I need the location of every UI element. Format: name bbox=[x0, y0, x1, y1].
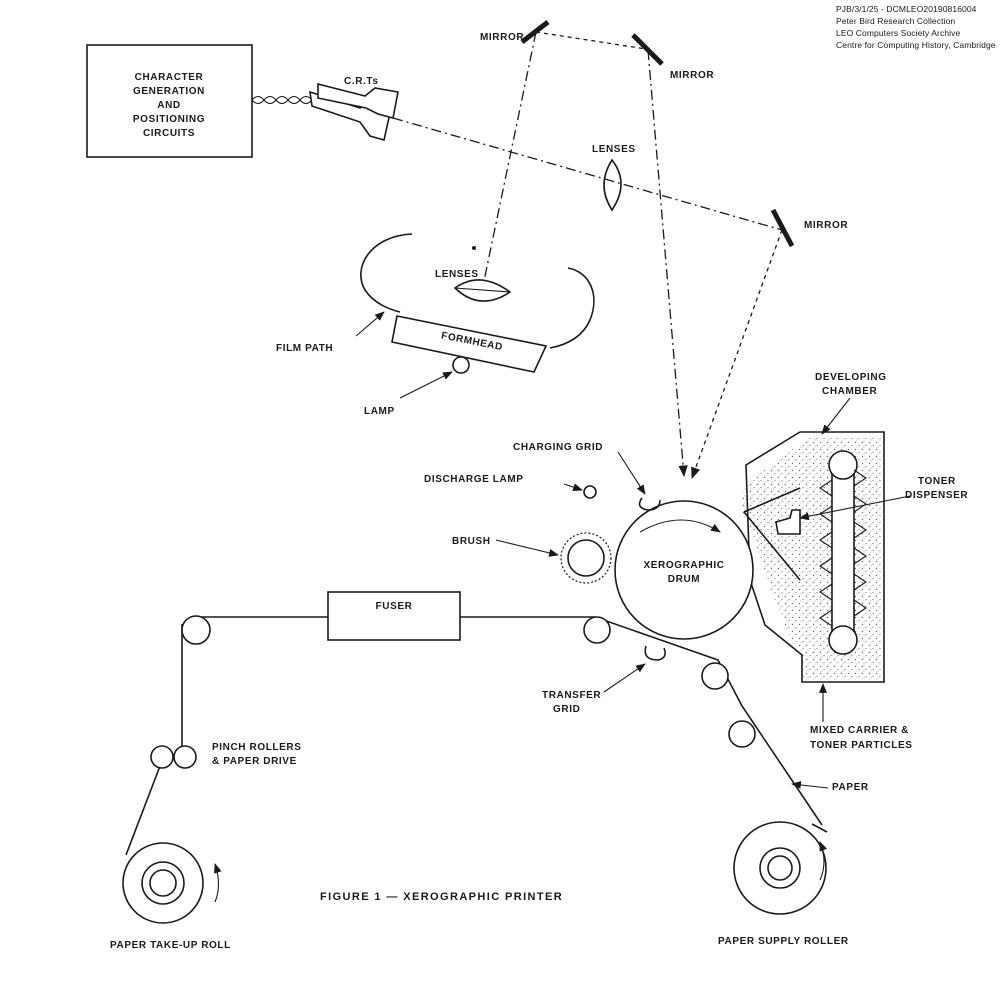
char-gen-line-2: GENERATION bbox=[133, 86, 205, 97]
mixed-carrier-label-2: TONER PARTICLES bbox=[810, 740, 913, 751]
light-beams bbox=[392, 31, 783, 480]
archive-line-4: Centre for Computing History, Cambridge bbox=[836, 40, 996, 50]
pinch-rollers-label-1: PINCH ROLLERS bbox=[212, 742, 301, 753]
char-gen-line-3: AND bbox=[157, 100, 180, 111]
mirror-top-right-label: MIRROR bbox=[670, 70, 714, 81]
lamp-callout: LAMP bbox=[364, 371, 453, 417]
lenses-upper-label: LENSES bbox=[592, 144, 636, 155]
paper-rollers bbox=[150, 615, 756, 769]
fuser-label: FUSER bbox=[376, 601, 413, 612]
take-up-roll-label: PAPER TAKE-UP ROLL bbox=[110, 940, 231, 951]
mirror-top-left: MIRROR bbox=[480, 20, 550, 44]
brush-label: BRUSH bbox=[452, 536, 491, 547]
lamp-label: LAMP bbox=[364, 406, 395, 417]
drum-label-1: XEROGRAPHIC bbox=[643, 560, 724, 571]
char-gen-line-1: CHARACTER bbox=[135, 72, 204, 83]
lenses-lower-label: LENSES bbox=[435, 269, 479, 280]
paper-supply-roller: PAPER SUPPLY ROLLER bbox=[718, 821, 849, 947]
film-path-label: FILM PATH bbox=[276, 343, 333, 354]
pinch-rollers-callout: PINCH ROLLERS & PAPER DRIVE bbox=[212, 742, 301, 767]
supply-roller-label: PAPER SUPPLY ROLLER bbox=[718, 936, 849, 947]
film-path-callout: FILM PATH bbox=[276, 311, 385, 354]
char-gen-line-5: CIRCUITS bbox=[143, 128, 195, 139]
film-formhead-assembly: LENSES FORMHEAD bbox=[360, 233, 595, 374]
toner-dispenser-callout: TONER DISPENSER bbox=[799, 476, 968, 521]
charging-grid-label: CHARGING GRID bbox=[513, 442, 603, 453]
archive-header: PJB/3/1/25 - DCMLEO20190816004 Peter Bir… bbox=[836, 4, 996, 50]
paper-callout: PAPER bbox=[791, 781, 869, 793]
mixed-carrier-label-1: MIXED CARRIER & bbox=[810, 725, 909, 736]
paper-path bbox=[125, 616, 828, 856]
mixed-carrier-callout: MIXED CARRIER & TONER PARTICLES bbox=[810, 683, 913, 751]
mirror-top-left-label: MIRROR bbox=[480, 32, 524, 43]
mirror-right-label: MIRROR bbox=[804, 220, 848, 231]
paper-take-up-roll: PAPER TAKE-UP ROLL bbox=[110, 842, 231, 951]
fuser: FUSER bbox=[327, 591, 461, 641]
lenses-upper: LENSES bbox=[592, 144, 636, 212]
discharge-lamp-label: DISCHARGE LAMP bbox=[424, 474, 524, 485]
archive-line-2: Peter Bird Research Collection bbox=[836, 16, 955, 26]
developing-chamber-label-2: CHAMBER bbox=[822, 386, 877, 397]
transfer-grid: TRANSFER GRID bbox=[542, 645, 666, 715]
drum-label-2: DRUM bbox=[668, 574, 700, 585]
mirror-right: MIRROR bbox=[770, 208, 848, 248]
developing-chamber: DEVELOPING CHAMBER bbox=[740, 372, 887, 683]
transfer-grid-label-2: GRID bbox=[553, 704, 580, 715]
paper-label: PAPER bbox=[832, 782, 869, 793]
figure-caption: FIGURE 1 — XEROGRAPHIC PRINTER bbox=[320, 891, 563, 903]
crt-tubes: C.R.Ts bbox=[309, 76, 399, 142]
mirror-top-right: MIRROR bbox=[631, 33, 714, 81]
charging-grid: CHARGING GRID bbox=[513, 442, 661, 511]
archive-line-1: PJB/3/1/25 - DCMLEO20190816004 bbox=[836, 4, 977, 14]
character-generation-box: CHARACTER GENERATION AND POSITIONING CIR… bbox=[86, 44, 253, 158]
pinch-rollers-label-2: & PAPER DRIVE bbox=[212, 756, 297, 767]
developing-chamber-label-1: DEVELOPING bbox=[815, 372, 887, 383]
xerographic-drum: XEROGRAPHIC DRUM bbox=[614, 500, 754, 640]
discharge-lamp: DISCHARGE LAMP bbox=[424, 474, 597, 499]
transfer-grid-label-1: TRANSFER bbox=[542, 690, 601, 701]
toner-dispenser-label-1: TONER bbox=[918, 476, 956, 487]
toner-dispenser-label-2: DISPENSER bbox=[905, 490, 968, 501]
char-gen-line-4: POSITIONING bbox=[133, 114, 205, 125]
archive-line-3: LEO Computers Society Archive bbox=[836, 28, 960, 38]
crts-label: C.R.Ts bbox=[344, 76, 379, 87]
cleaning-brush: BRUSH bbox=[452, 532, 612, 584]
twisted-cable bbox=[251, 95, 313, 105]
